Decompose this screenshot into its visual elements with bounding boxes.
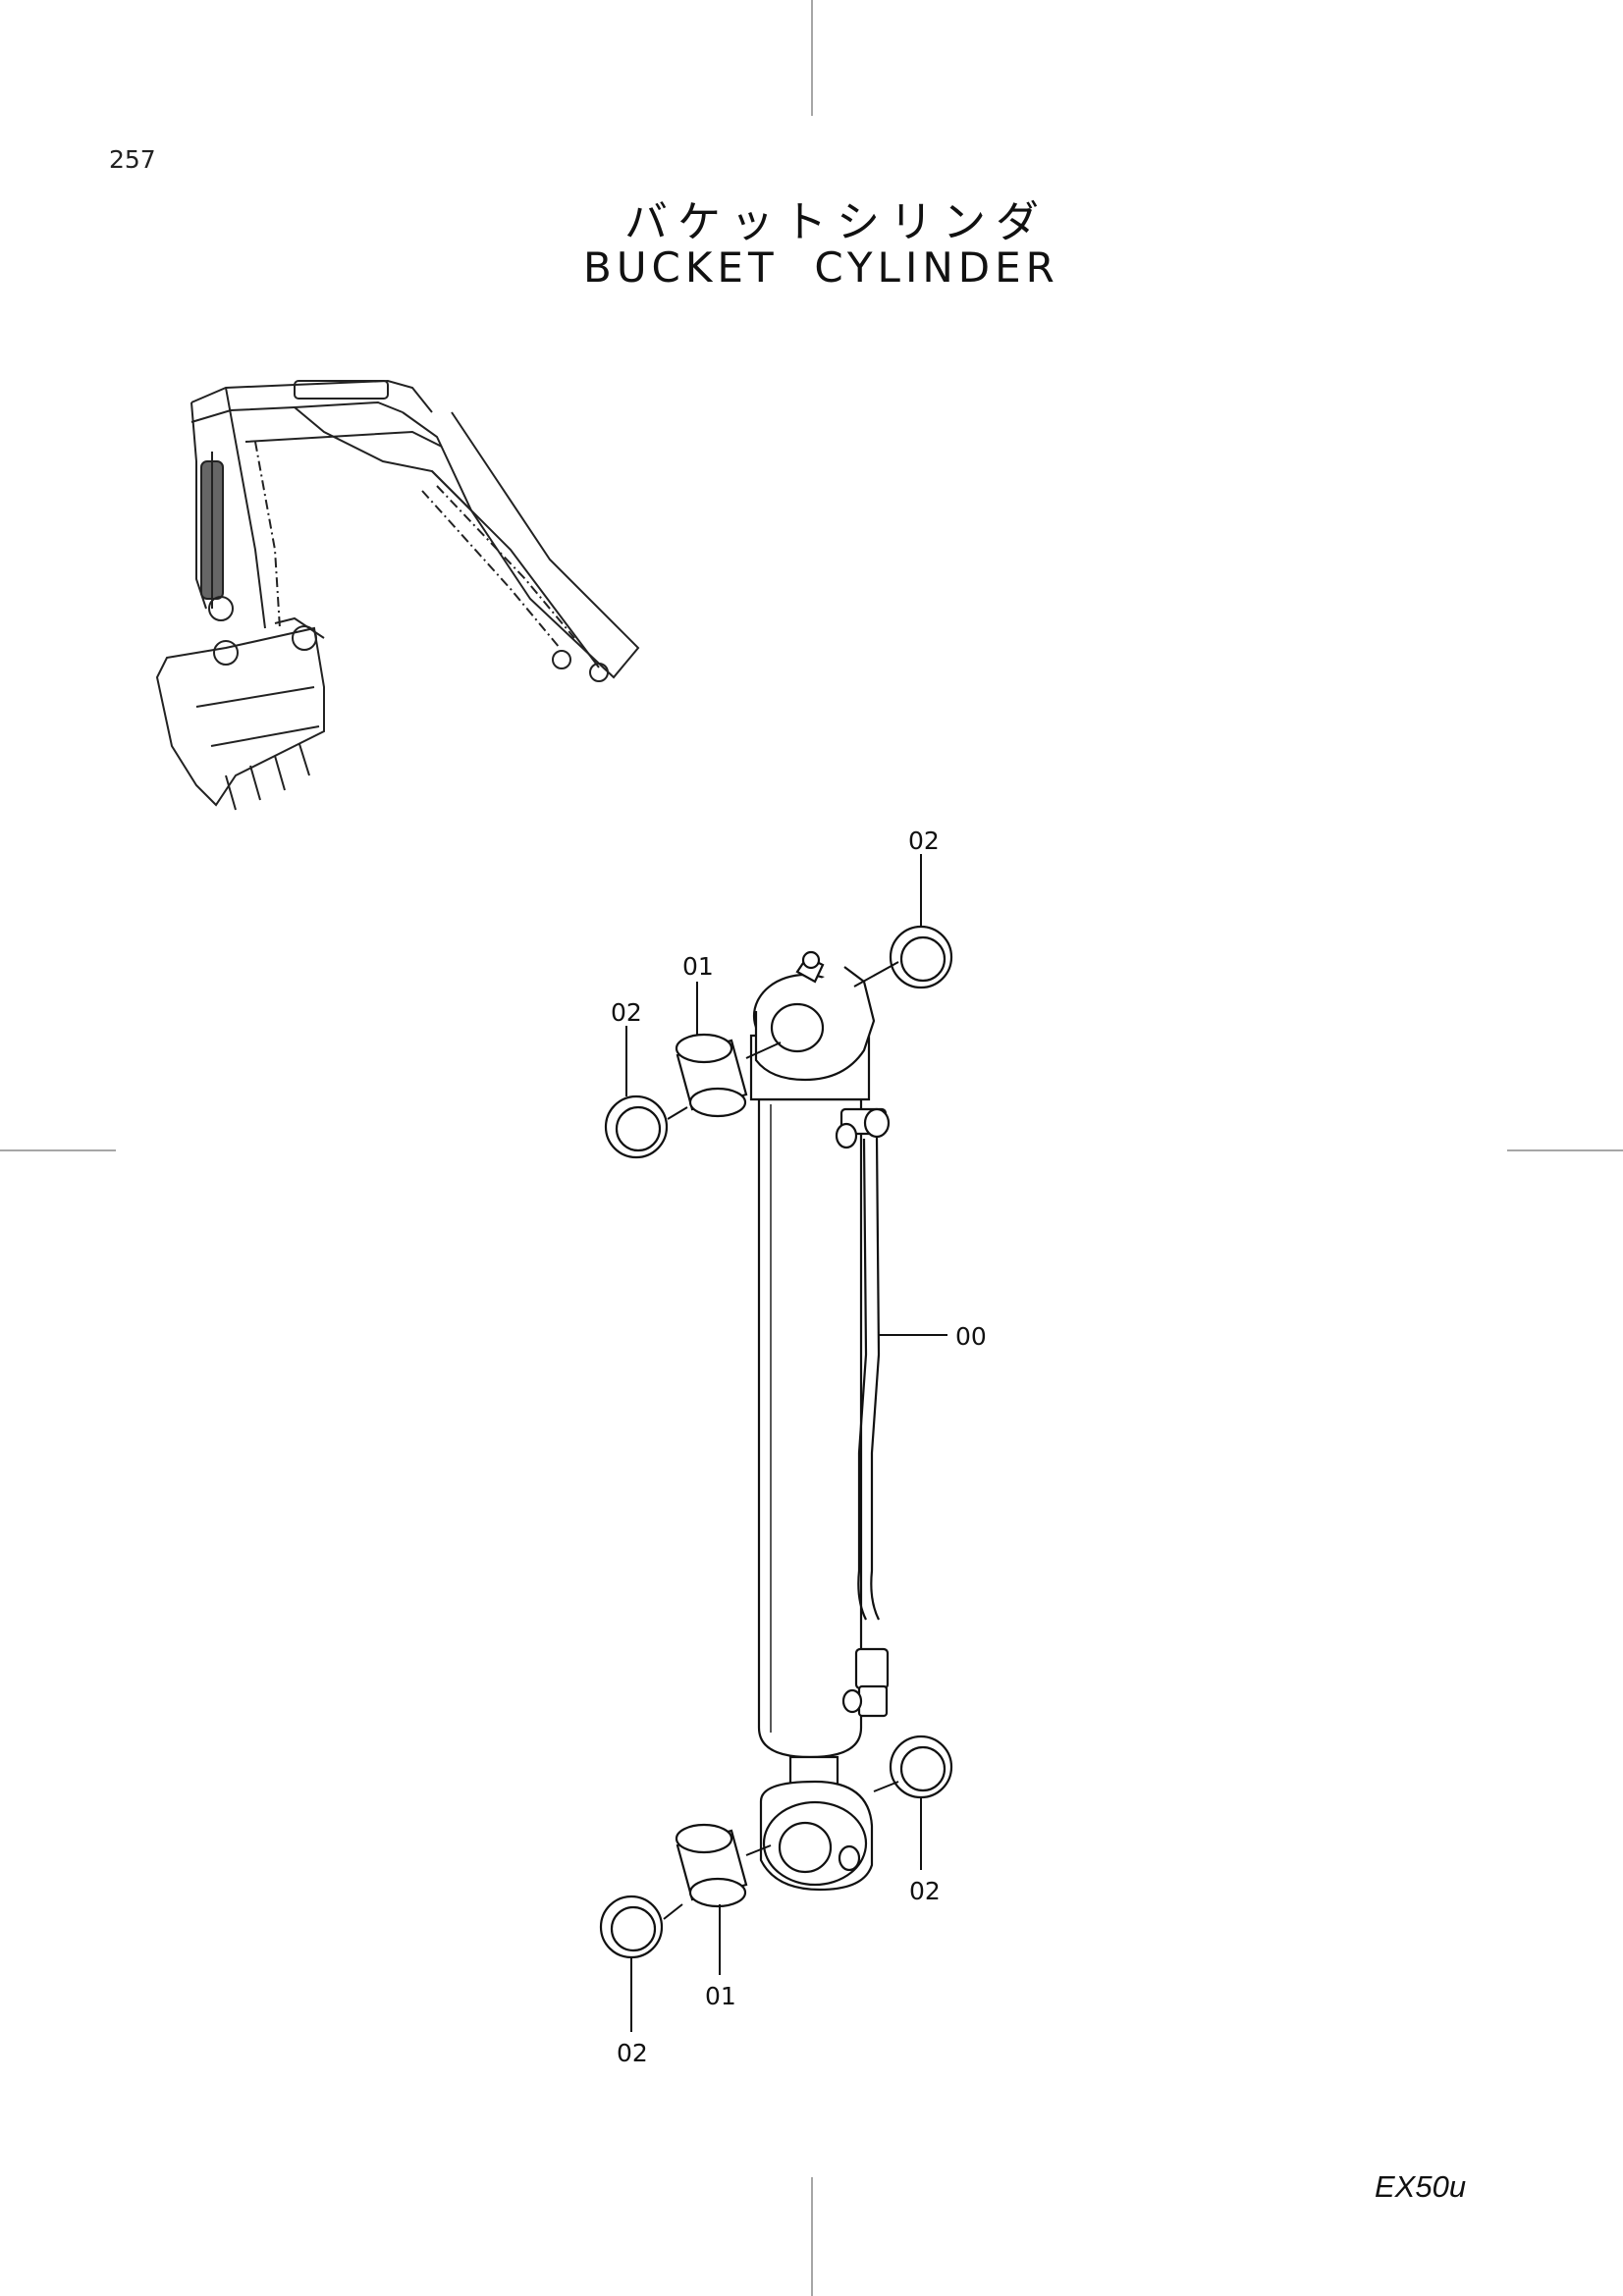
callout-00: 00 [955,1322,987,1351]
excavator-arm-icon [155,379,640,811]
callout-02-bottom-right: 02 [909,1877,941,1905]
callout-01-bottom: 01 [705,1982,736,2010]
callout-01-top: 01 [682,952,714,981]
seal-top-right [889,925,953,989]
title-japanese: バケットシリンダ [624,197,1049,247]
bushing-top [675,1033,748,1118]
callout-02-top-right: 02 [908,827,940,855]
page-number: 257 [109,145,156,174]
leader-lines [625,854,947,2032]
bucket-cylinder-icon [749,950,891,1892]
seal-bottom-left [599,1895,664,1959]
callout-02-top-left: 02 [611,998,642,1027]
title-english: BUCKET CYLINDER [583,243,1059,292]
model-label: EX50u [1375,2169,1467,2204]
seal-top-left [604,1095,669,1159]
assembly-lines [663,961,899,1920]
callout-02-bottom-left: 02 [617,2039,648,2067]
bushing-bottom [675,1823,748,1908]
seal-bottom-right [889,1735,953,1799]
